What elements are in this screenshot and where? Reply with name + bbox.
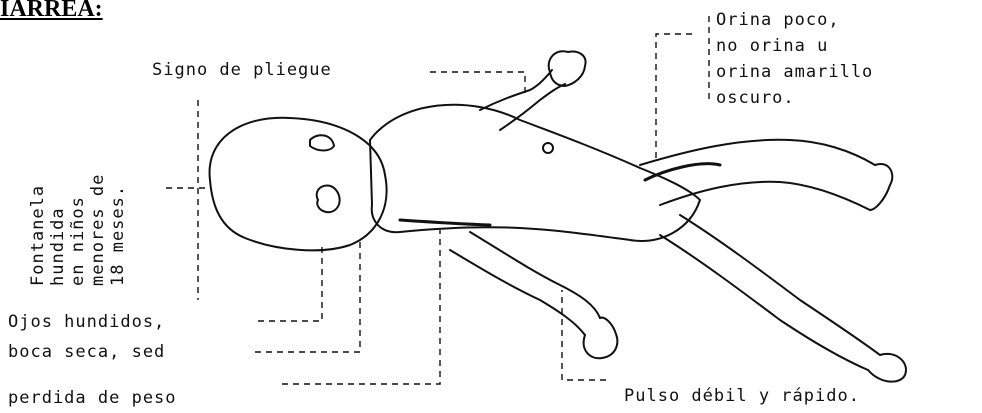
leader-ojos (258, 245, 322, 321)
label-ojos: Ojos hundidos, (8, 310, 165, 334)
leader-signo-pliegue (430, 72, 525, 95)
head-outline (210, 118, 387, 251)
label-fontanela-2: hundida (48, 116, 68, 286)
lower-leg (680, 215, 880, 355)
label-orina-4: oscuro. (716, 86, 795, 110)
label-perdida: perdida de peso (8, 386, 177, 410)
navel-mark (543, 143, 553, 153)
groin-shading (645, 164, 720, 180)
label-fontanela-4: menores de (88, 116, 108, 286)
leader-orina (656, 34, 692, 160)
label-orina-2: no orina u (716, 34, 828, 58)
label-signo-pliegue: Signo de pliegue (152, 58, 332, 82)
ear-shape (317, 185, 340, 212)
label-fontanela-1: Fontanela (28, 116, 48, 286)
upper-leg (640, 140, 875, 165)
raised-hand (549, 51, 586, 86)
eye-shape (310, 135, 334, 150)
label-orina-3: orina amarillo (716, 60, 873, 84)
lower-leg-back (660, 235, 868, 370)
label-fontanela: Fontanela hundida en niños menores de 18… (28, 116, 128, 286)
label-pulso: Pulso débil y rápido. (624, 384, 860, 408)
label-fontanela-5: 18 meses. (108, 116, 128, 286)
lower-foot (868, 354, 906, 382)
raised-arm (480, 70, 552, 110)
lower-arm (470, 232, 600, 318)
leader-boca (255, 240, 360, 352)
label-boca: boca seca, sed (8, 340, 165, 364)
leader-perdida (282, 230, 440, 384)
upper-leg-back (660, 182, 870, 210)
label-fontanela-3: en niños (68, 116, 88, 286)
label-orina-1: Orina poco, (716, 8, 840, 32)
lower-hand (584, 318, 618, 359)
raised-arm-back (500, 84, 565, 130)
lower-arm-back (450, 250, 585, 335)
axilla-shading (400, 220, 490, 225)
upper-foot (870, 164, 892, 210)
